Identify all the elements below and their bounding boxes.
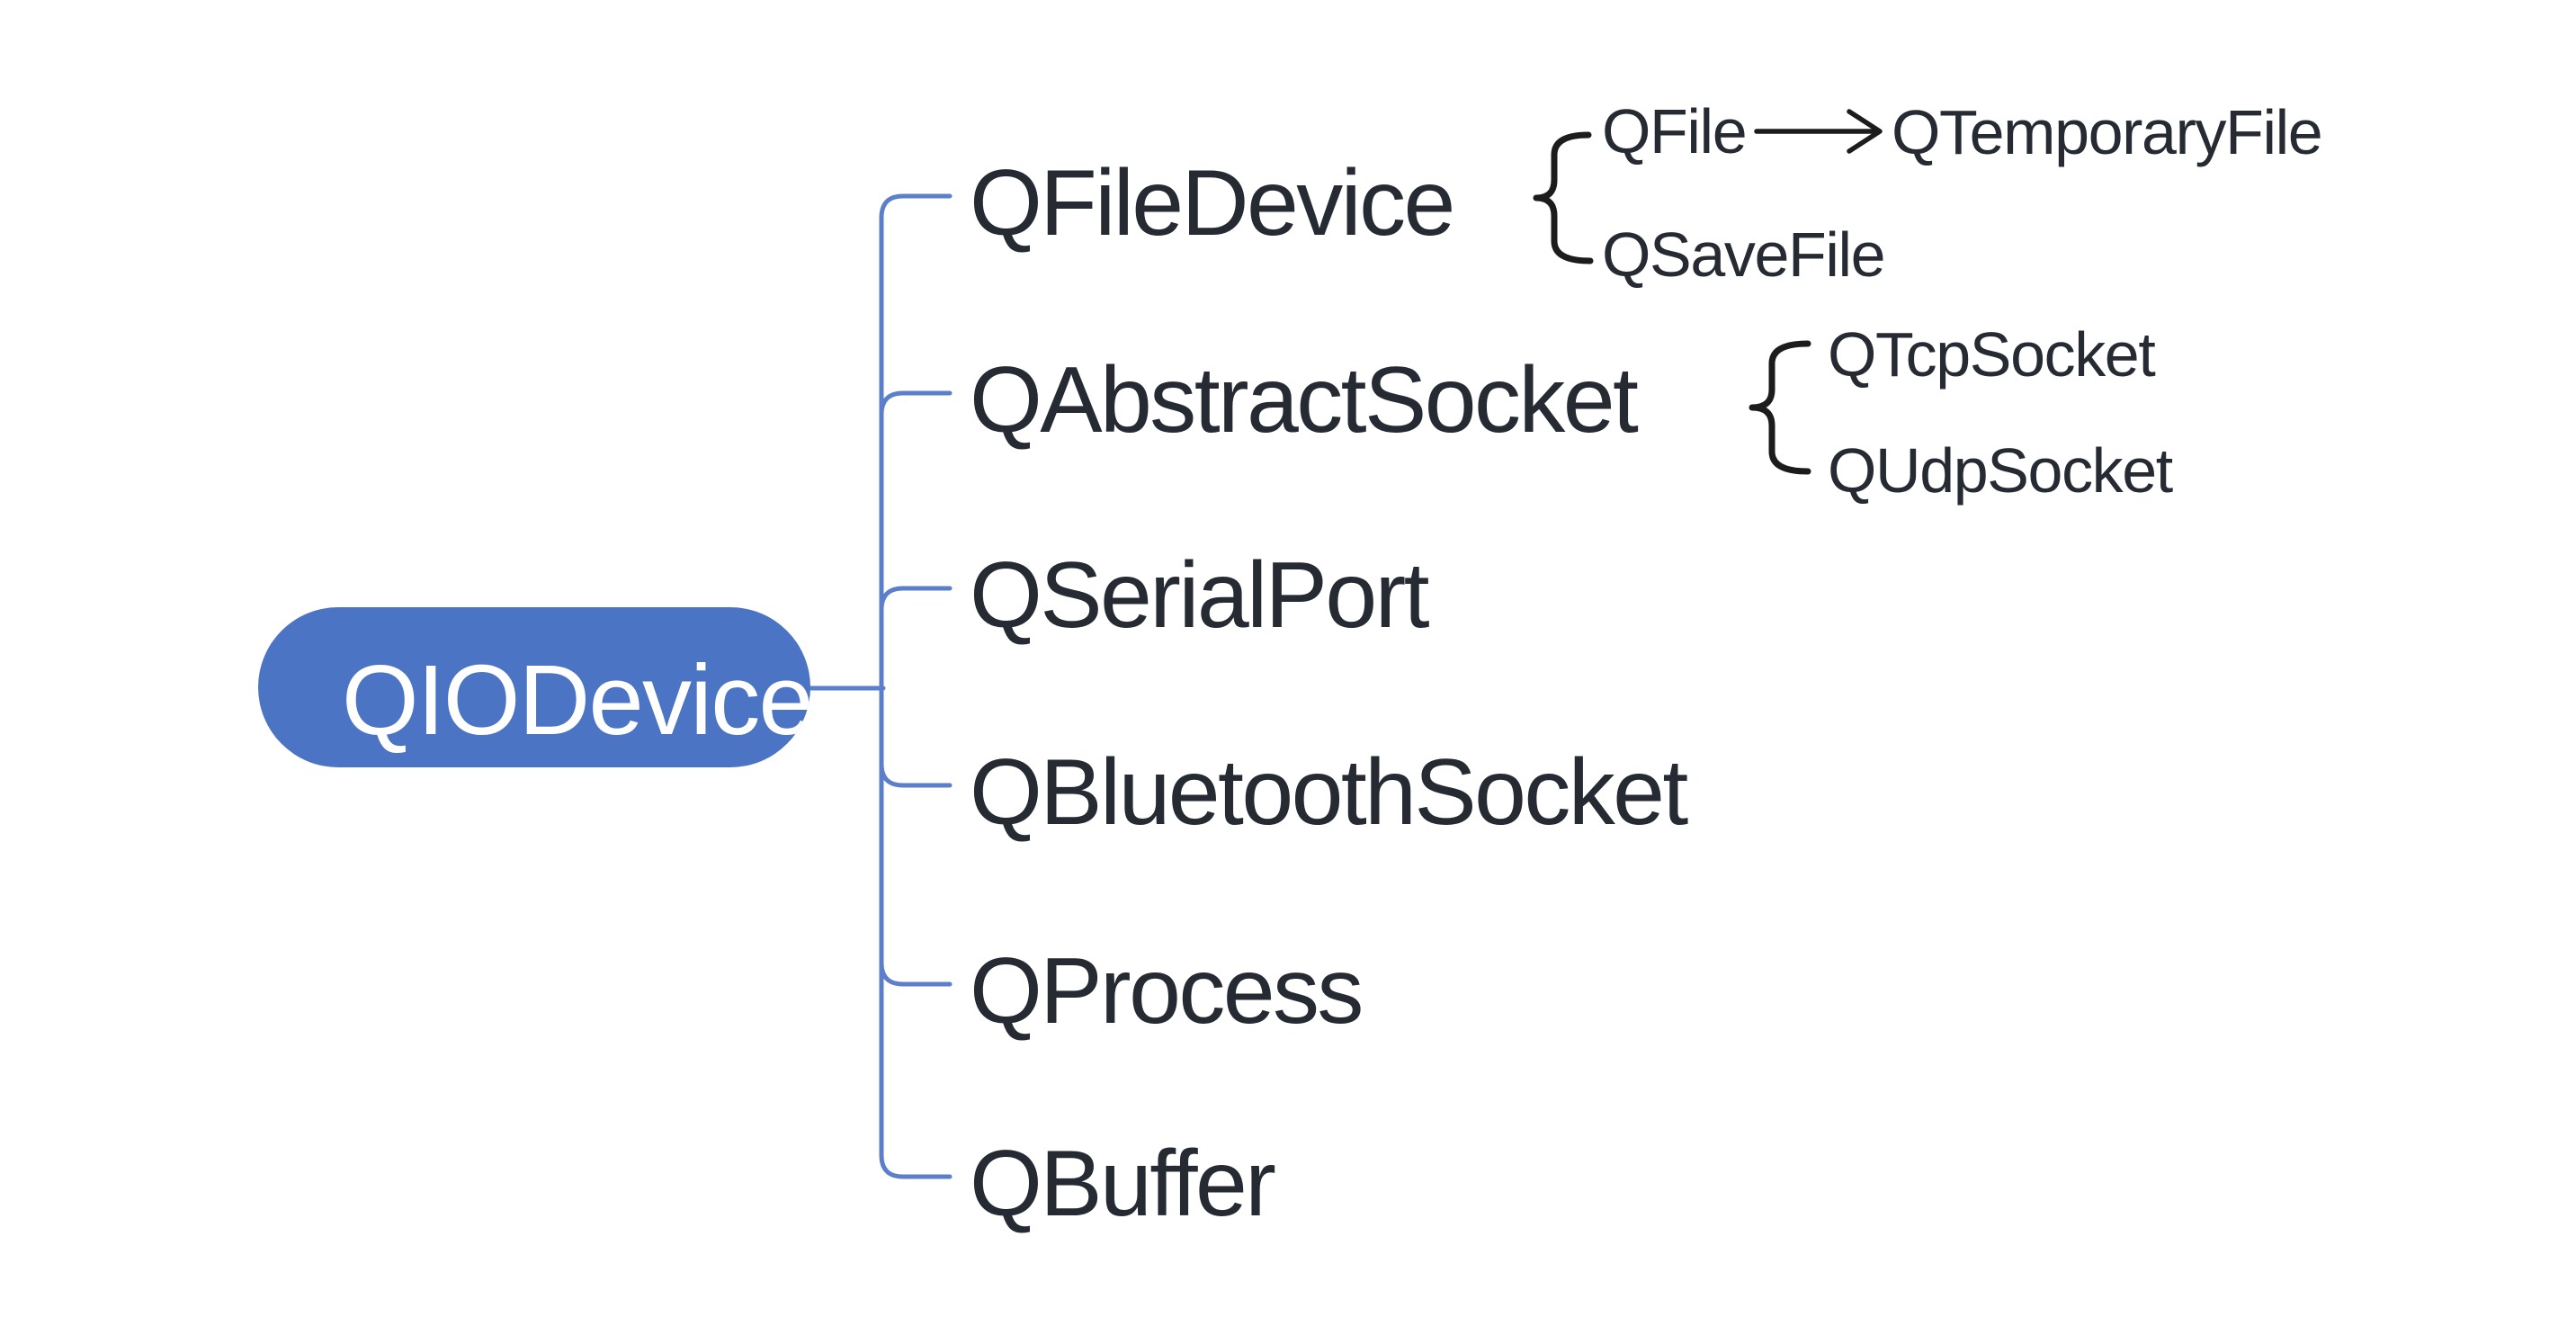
- node-qfile[interactable]: QFile: [1602, 96, 1748, 166]
- node-qfiledevice[interactable]: QFileDevice: [970, 151, 1455, 255]
- branch-serialport: [879, 586, 953, 613]
- node-qudpsocket[interactable]: QUdpSocket: [1828, 435, 2173, 506]
- node-qtcpsocket[interactable]: QTcpSocket: [1828, 319, 2156, 390]
- branch-process: [879, 960, 953, 987]
- node-qserialport[interactable]: QSerialPort: [970, 543, 1430, 648]
- root-node-qiodevice[interactable]: QIODevice: [258, 607, 810, 767]
- root-node-label: QIODevice: [342, 645, 810, 756]
- branch-bluetoothsocket: [879, 761, 953, 788]
- inherits-arrow-head-icon: [1847, 109, 1883, 154]
- filedevice-group-brace-icon: [1533, 131, 1594, 264]
- node-qbluetoothsocket[interactable]: QBluetoothSocket: [970, 740, 1688, 845]
- node-qtemporaryfile[interactable]: QTemporaryFile: [1892, 97, 2323, 167]
- branch-connectors: [808, 193, 953, 1179]
- abstractsocket-group-brace-icon: [1749, 340, 1811, 475]
- node-qprocess[interactable]: QProcess: [970, 939, 1364, 1044]
- node-qbuffer[interactable]: QBuffer: [970, 1132, 1276, 1236]
- node-qsavefile[interactable]: QSaveFile: [1602, 220, 1886, 290]
- node-qabstractsocket[interactable]: QAbstractSocket: [970, 348, 1639, 452]
- trunk-line: [879, 193, 953, 1179]
- annotations: [1533, 109, 1883, 475]
- branch-abstractsocket: [879, 390, 953, 417]
